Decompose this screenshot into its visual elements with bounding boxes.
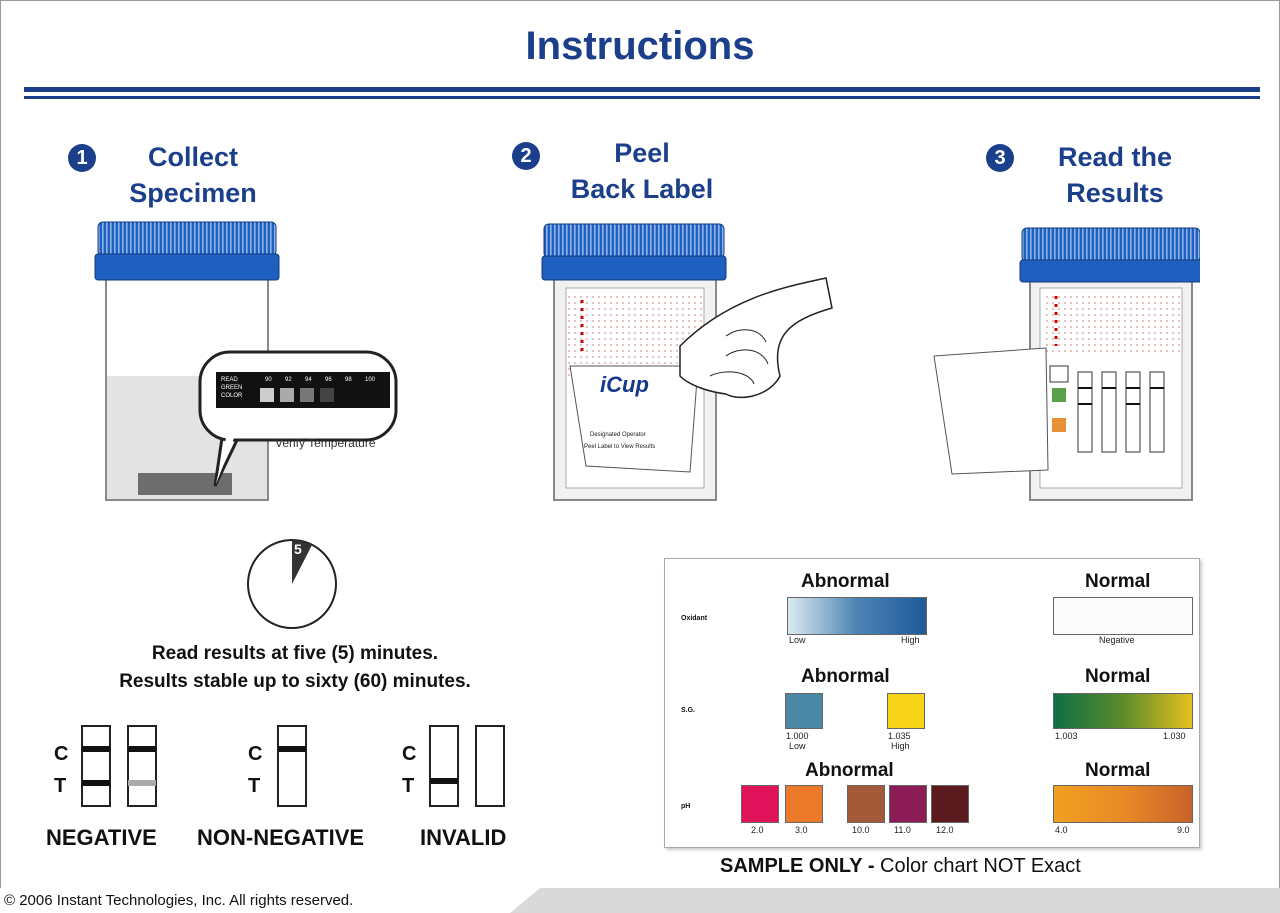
non-negative-t-label: T xyxy=(248,775,261,797)
step-2-heading: 2 Peel Back Label xyxy=(512,136,752,208)
invalid-c-label: C xyxy=(402,743,417,765)
svg-text:94: 94 xyxy=(305,377,312,383)
temp-row-color: COLOR xyxy=(221,393,243,399)
sg-abnormal-heading: Abnormal xyxy=(801,666,890,687)
svg-text:98: 98 xyxy=(345,377,352,383)
timer-number: 5 xyxy=(294,541,302,557)
ph-normal-heading: Normal xyxy=(1085,760,1151,781)
ph-value-12: 12.0 xyxy=(936,825,954,835)
sg-normal-heading: Normal xyxy=(1085,666,1151,687)
oxidant-high-label: High xyxy=(901,635,920,645)
ph-normal-min: 4.0 xyxy=(1055,825,1068,835)
invalid-strips xyxy=(429,725,505,807)
ph-swatch-10 xyxy=(847,785,885,823)
step-2-number: 2 xyxy=(512,142,540,170)
sg-normal-min: 1.003 xyxy=(1055,731,1078,741)
ph-value-3: 3.0 xyxy=(795,825,808,835)
sg-low-swatch xyxy=(785,693,823,729)
ph-swatch-3 xyxy=(785,785,823,823)
verify-temperature-label: Verify Temperature xyxy=(275,436,376,450)
title-rule-top xyxy=(24,87,1260,92)
oxidant-negative-label: Negative xyxy=(1099,635,1135,645)
read-results-illustration xyxy=(933,227,1200,501)
oxidant-label: Oxidant xyxy=(681,615,708,622)
ph-normal-max: 9.0 xyxy=(1177,825,1190,835)
step-2-line2: Back Label xyxy=(570,174,714,204)
temp-row-green: GREEN xyxy=(221,385,242,391)
non-negative-c-label: C xyxy=(248,743,263,765)
timer-caption: Read results at five (5) minutes. Result… xyxy=(40,640,550,696)
non-negative-label: NON-NEGATIVE xyxy=(197,825,365,850)
copyright-text: © 2006 Instant Technologies, Inc. All ri… xyxy=(0,888,540,913)
adulterant-color-chart: Abnormal Normal Oxidant Low High Negativ… xyxy=(664,558,1200,848)
ph-swatch-12 xyxy=(931,785,969,823)
label-line1: Designated Operator xyxy=(590,432,646,438)
step-1-number: 1 xyxy=(68,144,96,172)
negative-label: NEGATIVE xyxy=(46,825,157,850)
invalid-t-label: T xyxy=(402,775,415,797)
timer-line2: Results stable up to sixty (60) minutes. xyxy=(119,671,471,692)
svg-text:100: 100 xyxy=(365,377,376,383)
icup-brand: iCup xyxy=(600,372,649,397)
negative-c-label: C xyxy=(54,743,69,765)
negative-t-label: T xyxy=(54,775,67,797)
ph-swatch-2 xyxy=(741,785,779,823)
oxidant-abnormal-heading: Abnormal xyxy=(801,571,890,592)
sg-normal-swatch xyxy=(1053,693,1193,729)
step-3-number: 3 xyxy=(986,144,1014,172)
peel-label-illustration: iCup Designated Operator Peel Label to V… xyxy=(541,223,833,501)
step-1-heading: 1 Collect Specimen xyxy=(68,140,288,212)
svg-text:90: 90 xyxy=(265,377,272,383)
ph-value-10: 10.0 xyxy=(852,825,870,835)
ph-swatch-11 xyxy=(889,785,927,823)
oxidant-normal-swatch xyxy=(1053,597,1193,635)
invalid-label: INVALID xyxy=(420,825,507,850)
ph-value-2: 2.0 xyxy=(751,825,764,835)
sg-normal-max: 1.030 xyxy=(1163,731,1186,741)
step-3-line2: Results xyxy=(1066,178,1164,208)
ph-value-11: 11.0 xyxy=(894,825,911,835)
step-2-line1: Peel xyxy=(614,138,670,168)
step-1-line2: Specimen xyxy=(129,178,257,208)
svg-text:92: 92 xyxy=(285,377,292,383)
sg-high-label: High xyxy=(891,741,910,751)
sg-high-swatch xyxy=(887,693,925,729)
timer-line1: Read results at five (5) minutes. xyxy=(151,643,439,664)
step-3-line1: Read the xyxy=(1057,142,1173,172)
negative-strips xyxy=(81,725,157,807)
svg-text:96: 96 xyxy=(325,377,332,383)
page-title: Instructions xyxy=(525,24,755,68)
sg-low-value: 1.000 xyxy=(786,731,809,741)
sg-low-label: Low xyxy=(789,741,806,751)
ph-label: pH xyxy=(681,803,691,810)
timer-icon: 5 xyxy=(247,539,337,629)
sample-only-rest: Color chart NOT Exact xyxy=(874,855,1081,877)
non-negative-strip xyxy=(277,725,307,807)
sg-label: S.G. xyxy=(681,707,696,714)
oxidant-abnormal-swatch xyxy=(787,597,927,635)
ph-normal-swatch xyxy=(1053,785,1193,823)
footer-bar: © 2006 Instant Technologies, Inc. All ri… xyxy=(0,888,1280,913)
oxidant-normal-heading: Normal xyxy=(1085,571,1151,592)
temp-row-read: READ xyxy=(221,377,238,383)
sample-only-bold: SAMPLE ONLY - xyxy=(720,855,875,877)
title-rule-bottom xyxy=(24,96,1260,99)
sample-only-note: SAMPLE ONLY - Color chart NOT Exact xyxy=(720,855,1081,878)
step-1-line1: Collect xyxy=(147,142,239,172)
sg-high-value: 1.035 xyxy=(888,731,911,741)
ph-abnormal-heading: Abnormal xyxy=(805,760,894,781)
temp-scale-values: 90 92 94 96 98 100 xyxy=(265,377,376,383)
step-3-heading: 3 Read the Results xyxy=(986,140,1206,212)
label-line2: Peel Label to View Results xyxy=(584,444,655,450)
oxidant-low-label: Low xyxy=(789,635,806,645)
specimen-cup-illustration: READ GREEN COLOR 90 92 94 96 98 100 Veri… xyxy=(94,221,398,501)
